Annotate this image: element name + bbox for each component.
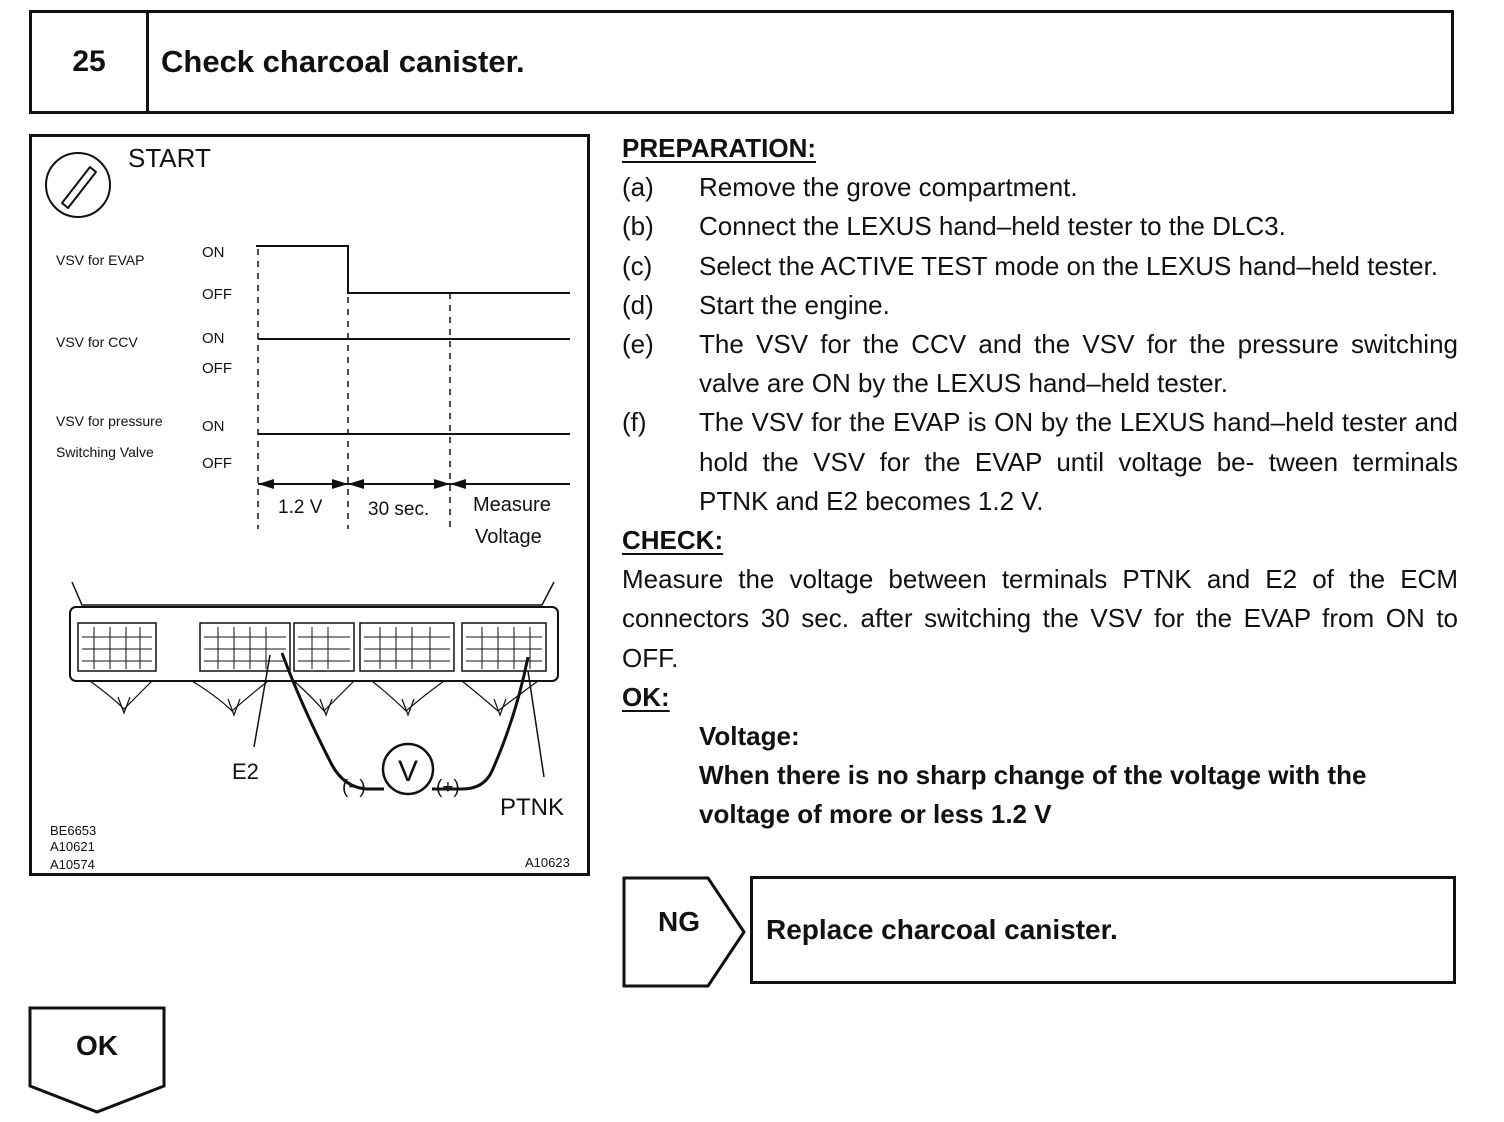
ok-spec-line: Voltage: <box>699 721 800 752</box>
row-evap-on: ON <box>202 244 225 261</box>
terminal-pointers <box>253 654 545 778</box>
start-label: START <box>128 143 211 173</box>
prep-step-text: The VSV for the CCV and the VSV for the … <box>699 329 1458 399</box>
row-evap-off: OFF <box>202 286 232 303</box>
row-psv-off: OFF <box>202 455 232 472</box>
figure-code-2: A10621 <box>50 839 95 854</box>
timing-waveforms <box>256 245 570 485</box>
prep-step: (b) Connect the LEXUS hand–held tester t… <box>622 207 1458 246</box>
ok-spec-line: voltage of more or less 1.2 V <box>699 799 1052 830</box>
meter-minus-label: (−) <box>342 777 366 798</box>
row-label-ccv: VSV for CCV <box>56 334 138 350</box>
ng-arrow-box <box>622 876 746 988</box>
prep-step: (d) Start the engine. <box>622 286 1458 325</box>
check-text: Measure the voltage between terminals PT… <box>622 564 1458 673</box>
timing-markers <box>257 249 451 529</box>
start-key-icon <box>45 152 111 218</box>
prep-step: (e) The VSV for the CCV and the VSV for … <box>622 325 1458 403</box>
prep-step-text: Select the ACTIVE TEST mode on the LEXUS… <box>699 250 1439 281</box>
meter-plus-label: (+) <box>436 777 460 798</box>
check-heading: CHECK: <box>622 525 724 556</box>
row-label-evap: VSV for EVAP <box>56 252 144 268</box>
ng-label: NG <box>658 906 700 937</box>
prep-step-text: Remove the grove compartment. <box>699 172 1078 203</box>
ok-heading: OK: <box>622 681 670 712</box>
interval-1-2v: 1.2 V <box>278 497 323 518</box>
figure-code-3: A10574 <box>50 857 95 872</box>
step-header: 25 Check charcoal canister. <box>29 10 1454 114</box>
ok-spec-line: When there is no sharp change of the vol… <box>699 760 1367 791</box>
meter-leads <box>280 652 530 791</box>
timing-and-connector-diagram: START VSV for EVAP ON OFF VSV for CCV ON… <box>45 143 570 872</box>
ok-arrow-box <box>28 1006 166 1114</box>
prep-step-label: (b) <box>622 211 654 242</box>
terminal-ptnk-label: PTNK <box>500 794 564 821</box>
prep-step-label: (a) <box>622 172 654 203</box>
prep-step-label: (c) <box>622 250 653 281</box>
interval-measure: Measure <box>473 494 551 516</box>
diagram-figure: START VSV for EVAP ON OFF VSV for CCV ON… <box>29 134 590 876</box>
row-label-psv-2: Switching Valve <box>56 444 154 460</box>
prep-step-text: Connect the LEXUS hand–held tester to th… <box>699 211 1286 242</box>
voltmeter-symbol: V <box>398 755 418 788</box>
prep-step-label: (d) <box>622 289 654 320</box>
preparation-heading: PREPARATION: <box>622 133 817 163</box>
row-ccv-off: OFF <box>202 360 232 377</box>
ok-label: OK <box>76 1030 118 1061</box>
row-psv-on: ON <box>202 418 225 435</box>
prep-step: (c) Select the ACTIVE TEST mode on the L… <box>622 247 1458 286</box>
prep-step: (a) Remove the grove compartment. <box>622 168 1458 207</box>
figure-code-right: A10623 <box>525 855 570 870</box>
interval-30sec: 30 sec. <box>368 499 429 520</box>
procedure-text: PREPARATION: (a) Remove the grove compar… <box>622 129 1458 835</box>
figure-code-1: BE6653 <box>50 823 96 838</box>
ng-action-text: Replace charcoal canister. <box>766 914 1118 945</box>
prep-step-label: (e) <box>622 329 654 360</box>
row-ccv-on: ON <box>202 330 225 347</box>
ecm-connector-icon <box>69 581 559 717</box>
voltmeter-icon <box>381 742 435 796</box>
prep-step: (f) The VSV for the EVAP is ON by the LE… <box>622 403 1458 521</box>
terminal-e2-label: E2 <box>232 759 259 784</box>
ng-action-box: Replace charcoal canister. <box>750 876 1456 984</box>
interval-voltage: Voltage <box>475 526 542 548</box>
step-title: Check charcoal canister. <box>161 44 525 79</box>
prep-step-label: (f) <box>622 407 647 438</box>
row-label-psv-1: VSV for pressure <box>56 413 163 429</box>
prep-step-text: The VSV for the EVAP is ON by the LEXUS … <box>699 407 1458 516</box>
step-number: 25 <box>32 13 149 111</box>
prep-step-text: Start the engine. <box>699 289 890 320</box>
interval-arrows <box>258 479 466 489</box>
